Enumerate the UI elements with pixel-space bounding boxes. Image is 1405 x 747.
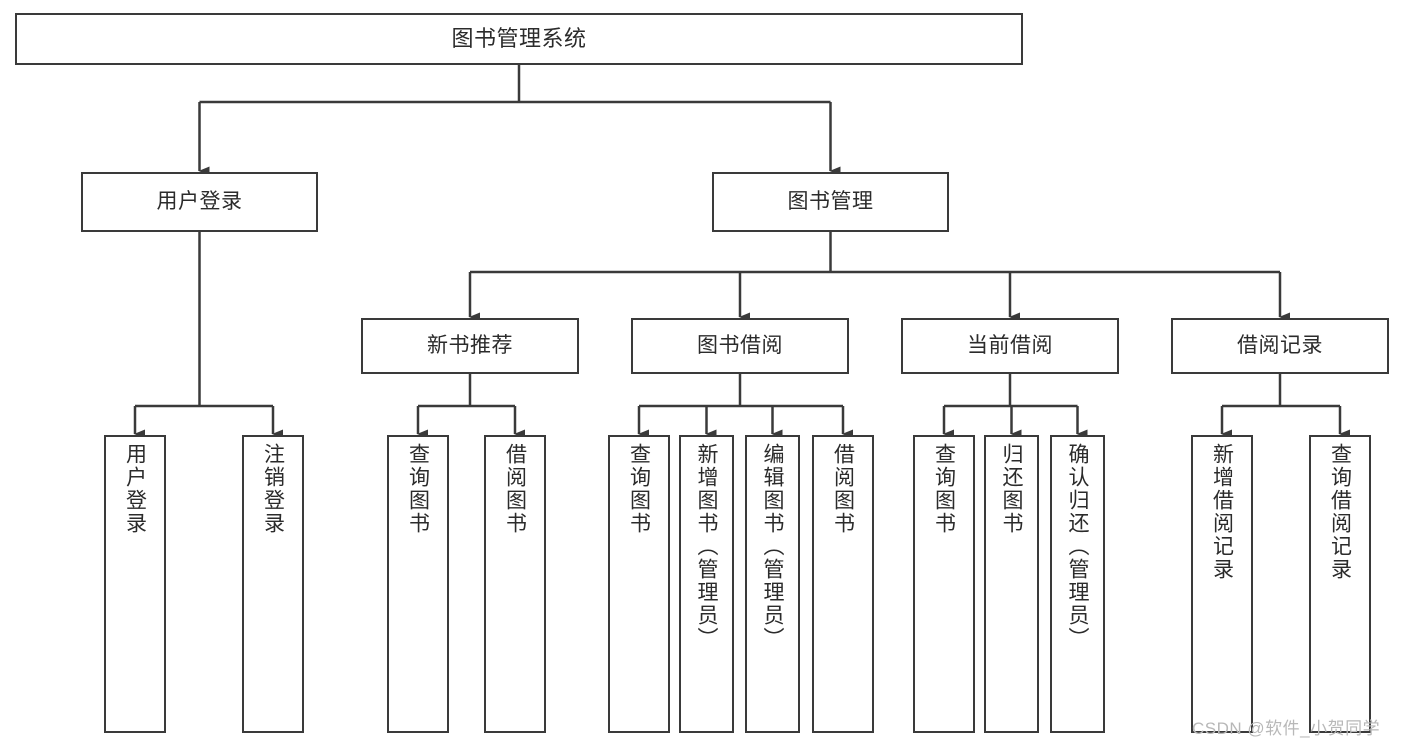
leaf-query-book-borrow[interactable]: 查询图书 [608, 435, 670, 733]
leaf-query-borrow-record[interactable]: 查询借阅记录 [1309, 435, 1371, 733]
leaf-borrow-book-recommend[interactable]: 借阅图书 [484, 435, 546, 733]
leaf-logout-login[interactable]: 注销登录 [242, 435, 304, 733]
node-label: 编辑图书（管理员） [761, 443, 784, 650]
node-label: 图书管理 [787, 189, 874, 213]
leaf-return-book[interactable]: 归还图书 [984, 435, 1039, 733]
node-label: 新增图书（管理员） [695, 443, 718, 650]
leaf-confirm-return-admin[interactable]: 确认归还（管理员） [1050, 435, 1105, 733]
leaf-query-book-current[interactable]: 查询图书 [913, 435, 975, 733]
node-new-book-recommend[interactable]: 新书推荐 [361, 318, 579, 374]
leaf-borrow-book[interactable]: 借阅图书 [812, 435, 874, 733]
node-current-borrow[interactable]: 当前借阅 [901, 318, 1119, 374]
leaf-add-borrow-record[interactable]: 新增借阅记录 [1191, 435, 1253, 733]
node-label: 用户登录 [156, 189, 243, 213]
node-book-borrow[interactable]: 图书借阅 [631, 318, 849, 374]
node-label: 借阅记录 [1237, 333, 1323, 357]
node-label: 确认归还（管理员） [1066, 443, 1089, 650]
node-label: 当前借阅 [967, 333, 1053, 357]
node-label: 查询图书 [406, 443, 430, 535]
node-label: 新书推荐 [427, 333, 513, 357]
node-label: 新增借阅记录 [1210, 443, 1234, 581]
csdn-watermark: CSDN @软件_小贺同学 [1192, 719, 1381, 738]
node-label: 图书借阅 [697, 333, 783, 357]
leaf-add-book-admin[interactable]: 新增图书（管理员） [679, 435, 734, 733]
node-label: 查询图书 [627, 443, 651, 535]
node-label: 查询借阅记录 [1328, 443, 1352, 581]
leaf-query-book-recommend[interactable]: 查询图书 [387, 435, 449, 733]
node-label: 查询图书 [932, 443, 956, 535]
node-label: 归还图书 [1000, 443, 1023, 535]
node-book-management[interactable]: 图书管理 [712, 172, 949, 232]
leaf-edit-book-admin[interactable]: 编辑图书（管理员） [745, 435, 800, 733]
node-user-login[interactable]: 用户登录 [81, 172, 318, 232]
node-label: 借阅图书 [831, 443, 855, 535]
node-label: 用户登录 [123, 443, 147, 535]
node-root-system[interactable]: 图书管理系统 [15, 13, 1023, 65]
node-borrow-record[interactable]: 借阅记录 [1171, 318, 1389, 374]
node-label: 借阅图书 [503, 443, 527, 535]
node-label: 图书管理系统 [451, 26, 587, 52]
node-label: 注销登录 [261, 443, 285, 535]
leaf-user-login[interactable]: 用户登录 [104, 435, 166, 733]
